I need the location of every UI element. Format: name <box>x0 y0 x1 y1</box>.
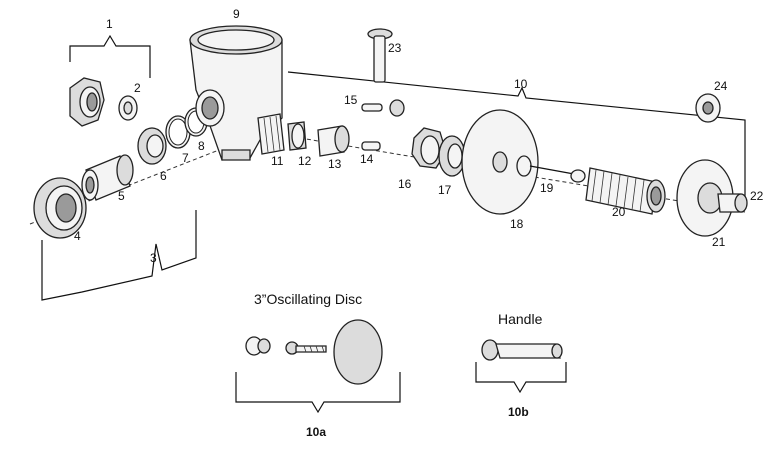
part-4-spud-nut <box>33 177 87 239</box>
part-24-washer <box>695 93 721 123</box>
part-label-3: 3 <box>150 251 157 265</box>
part-17-bushing <box>438 135 466 177</box>
part-label-23: 23 <box>388 41 402 55</box>
part-label-12: 12 <box>298 154 312 168</box>
part-label-15: 15 <box>344 93 358 107</box>
part-label-1: 1 <box>106 17 113 31</box>
part-21-escutcheon <box>676 159 734 237</box>
part-label-24: 24 <box>714 79 728 93</box>
inset-10a-oscillating-disc: 3”Oscillating Disc 10a <box>235 291 401 439</box>
inset-10a-caption: 3”Oscillating Disc <box>254 291 362 307</box>
part-label-11: 11 <box>271 154 284 168</box>
bracket-1 <box>69 34 151 78</box>
inset-10b-label: 10b <box>508 405 529 419</box>
inset-10b-caption: Handle <box>498 311 543 327</box>
part-label-17: 17 <box>438 183 452 197</box>
part-label-19: 19 <box>540 181 554 195</box>
part-22-handle-cap <box>717 193 748 213</box>
part-label-4: 4 <box>74 229 81 243</box>
part-label-5: 5 <box>118 189 125 203</box>
inset-10b-lever <box>495 343 561 359</box>
part-label-13: 13 <box>328 157 342 171</box>
part-19-shaft <box>516 155 586 183</box>
part-label-16: 16 <box>398 177 412 191</box>
part-label-2: 2 <box>134 81 141 95</box>
part-18-oscillating-disc <box>461 109 539 215</box>
part-label-6: 6 <box>160 169 167 183</box>
part-11-adapter <box>257 113 285 155</box>
part-label-8: 8 <box>198 139 205 153</box>
inset-10a-label: 10a <box>306 425 326 439</box>
part-label-18: 18 <box>510 217 524 231</box>
part-12-bushing <box>287 121 307 151</box>
part-label-7: 7 <box>182 151 189 165</box>
part-16-nut <box>411 127 447 169</box>
part-23-plunger <box>367 28 393 83</box>
part-6-flange <box>137 127 167 165</box>
part-1-coupling-nut <box>69 77 105 127</box>
part-20-spring-housing <box>585 167 666 215</box>
part-label-10: 10 <box>514 77 528 91</box>
part-label-20: 20 <box>612 205 626 219</box>
part-13-cap <box>317 125 350 157</box>
part-2-washer <box>118 95 138 121</box>
bracket-3 <box>41 210 197 301</box>
part-14-pin <box>361 141 381 151</box>
inset-10b-handle: Handle 10b <box>475 311 567 419</box>
part-5-spud-tube <box>81 154 134 201</box>
part-label-9: 9 <box>233 7 240 21</box>
part-label-21: 21 <box>712 235 726 249</box>
part-15-screw-washer <box>361 99 405 117</box>
inset-10b-bracket <box>475 362 567 394</box>
part-label-14: 14 <box>360 152 374 166</box>
inset-10a-disc <box>333 319 383 385</box>
inset-10a-bracket <box>235 372 401 414</box>
part-label-22: 22 <box>750 189 764 203</box>
bracket-10 <box>287 71 746 200</box>
